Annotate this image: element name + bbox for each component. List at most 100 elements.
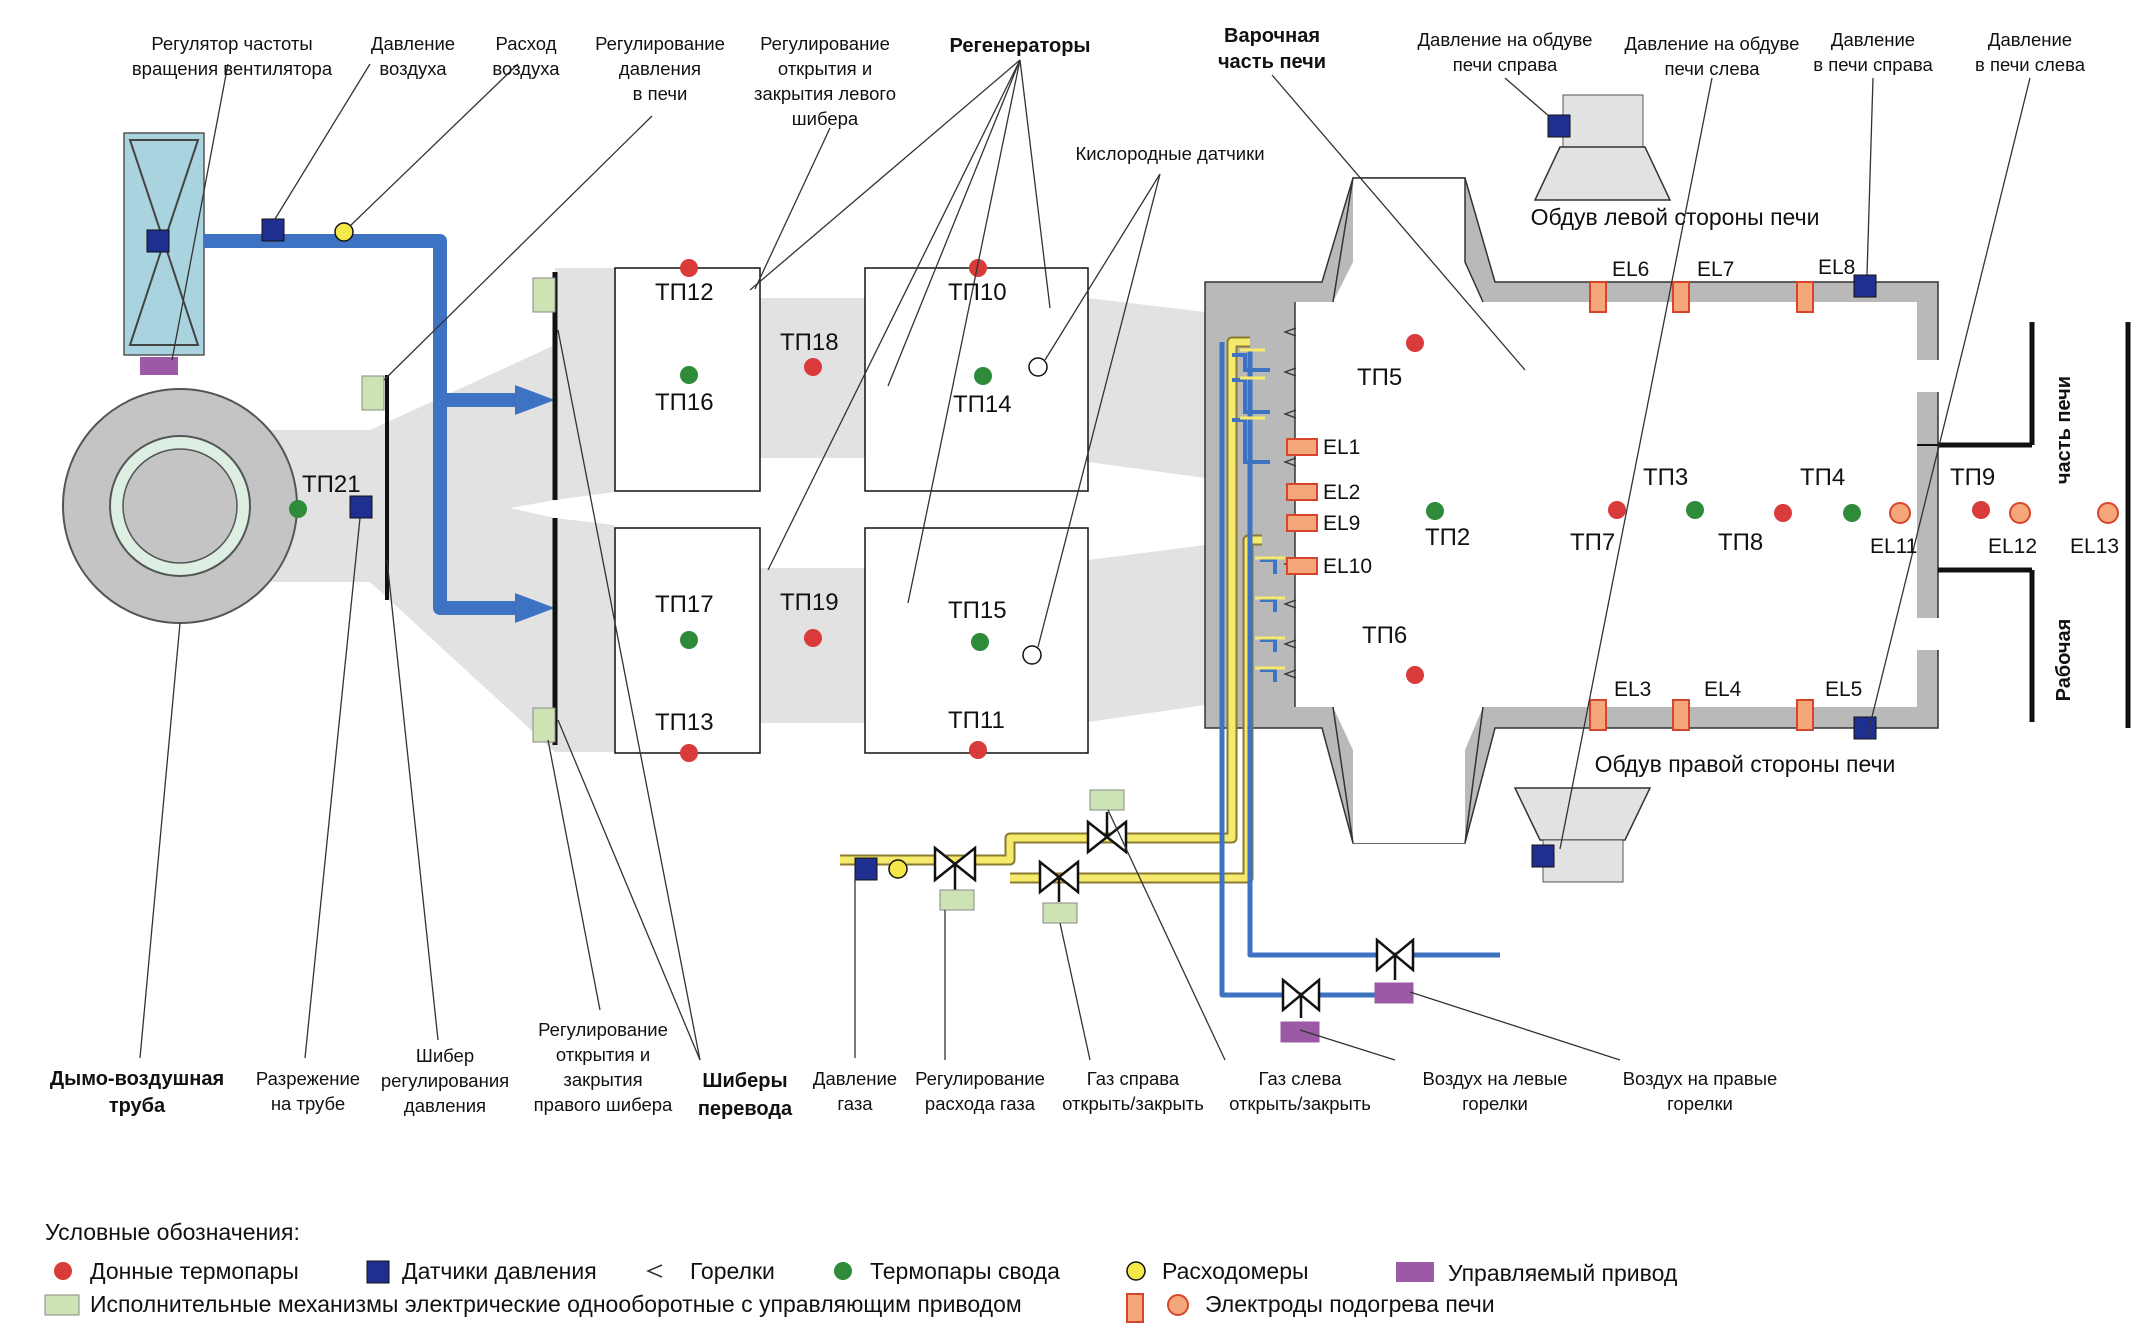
legend-title: Условные обозначения:: [45, 1219, 300, 1245]
legend-controlled-drive: Управляемый привод: [1448, 1260, 1678, 1286]
tp8-label: ТП8: [1718, 529, 1763, 556]
manifold-gas: [1240, 348, 1285, 670]
legend-bottom-tc: Донные термопары: [90, 1258, 299, 1284]
legend-electrode-round-icon: [1167, 1294, 1189, 1316]
diffuser: [370, 345, 555, 752]
tp10-label: ТП10: [948, 279, 1007, 306]
tp21-dot: [289, 500, 307, 518]
el6-label: EL6: [1612, 258, 1649, 281]
right-damper-actuator[interactable]: [532, 707, 556, 743]
leader-lines: [139, 59, 2031, 1061]
tp6-label: ТП6: [1362, 622, 1407, 649]
electrodes-rect: [1286, 281, 1814, 731]
furnace-pressure-left-sensor: [1853, 716, 1877, 740]
manifold: [1232, 353, 1277, 682]
pipe-vacuum-sensor: [349, 495, 373, 519]
label-regenerators: Регенераторы: [949, 35, 1090, 57]
air-pipe-upper: [204, 234, 520, 407]
gas-right-valve[interactable]: [1086, 789, 1128, 855]
tp3-label: ТП3: [1643, 464, 1688, 491]
pressure-damper-actuator[interactable]: [361, 375, 385, 411]
tp21-label: ТП21: [302, 471, 361, 498]
legend-roof-tc: Термопары свода: [870, 1258, 1060, 1284]
gas-flow-valve[interactable]: [933, 845, 977, 911]
tp9-label: ТП9: [1950, 464, 1995, 491]
gas-left-valve[interactable]: [1038, 859, 1080, 924]
furnace: [1204, 177, 2131, 844]
valves[interactable]: [933, 789, 1415, 1043]
gas-pressure-sensor: [854, 857, 878, 881]
legend-roof-tc-icon: [834, 1262, 852, 1280]
tp17-label: ТП17: [655, 591, 714, 618]
chimney: [62, 388, 298, 624]
oxygen-sensors: [1022, 357, 1048, 665]
left-damper-actuator[interactable]: [532, 277, 556, 313]
air-pipes: [204, 234, 520, 615]
el10-label: EL10: [1323, 555, 1372, 578]
label-blow-right-side: Обдув правой стороны печи: [1595, 751, 1896, 777]
thermocouple-labels: ТП12 ТП16 ТП18 ТП10 ТП14 ТП17 ТП13 ТП19 …: [655, 279, 1995, 736]
el8-label: EL8: [1818, 256, 1855, 279]
furnace-pressure-right-sensor: [1853, 274, 1877, 298]
el7-label: EL7: [1697, 258, 1734, 281]
air-pressure-sensor: [261, 218, 285, 242]
electrodes-round: [1889, 502, 2119, 524]
gas-flowmeter: [888, 859, 908, 879]
tp2-label: ТП2: [1425, 524, 1470, 551]
air-flowmeter: [334, 222, 354, 242]
fan: [123, 132, 205, 375]
tp7-label: ТП7: [1570, 529, 1615, 556]
electrode-labels: EL1 EL2 EL9 EL10 EL6 EL7 EL8 EL3 EL4 EL5…: [1323, 256, 2119, 701]
el5-label: EL5: [1825, 678, 1862, 701]
legend-bottom-tc-icon: [54, 1262, 72, 1280]
burners: [1283, 327, 1297, 679]
chimney-core: [122, 448, 238, 564]
legend-flowmeter-icon: [1126, 1261, 1146, 1281]
el12-label: EL12: [1988, 535, 2037, 558]
air-right-valve[interactable]: [1374, 937, 1415, 1004]
legend-flowmeters: Расходомеры: [1162, 1258, 1309, 1284]
el3-label: EL3: [1614, 678, 1651, 701]
legend: Условные обозначения: Донные термопары Д…: [44, 1219, 1678, 1323]
legend-burners: Горелки: [690, 1258, 775, 1284]
legend-pressure-sensor-icon: [366, 1260, 390, 1284]
blow-hood-left: [1533, 94, 1672, 201]
blow-right-pressure-sensor: [1531, 844, 1555, 868]
el9-label: EL9: [1323, 512, 1360, 535]
blow-hood-right: [1513, 787, 1652, 883]
air-left-valve[interactable]: [1280, 977, 1321, 1043]
legend-pressure-sensors: Датчики давления: [402, 1258, 597, 1284]
arrow-upper-icon: [515, 385, 555, 415]
tp14-label: ТП14: [953, 391, 1012, 418]
tp11-label: ТП11: [948, 707, 1005, 734]
roof-thermocouples: [680, 366, 1861, 651]
el4-label: EL4: [1704, 678, 1742, 701]
label-working-part-1: Рабочая: [2053, 619, 2075, 702]
label-working-part-2: часть печи: [2053, 376, 2075, 484]
furnace-chamber: [1295, 178, 1917, 843]
bottom-thermocouples: [680, 259, 1990, 762]
